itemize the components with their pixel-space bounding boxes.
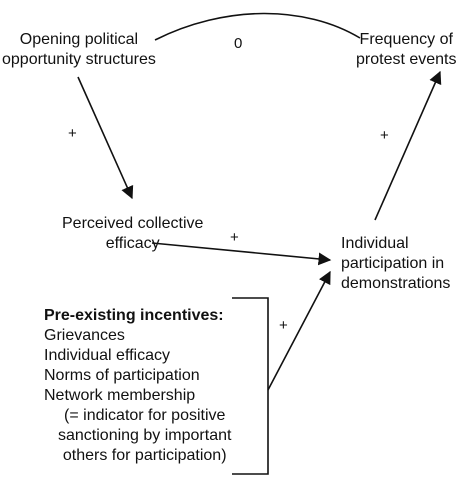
node-opening-line-2: opportunity structures [2, 51, 156, 68]
sign-efficacy-participation: + [230, 229, 239, 246]
node-frequency-line-1: Frequency of [359, 31, 453, 48]
edge-opening-efficacy [77, 76, 134, 200]
incentives-title: Pre-existing incentives: [44, 307, 224, 324]
sign-opening-efficacy: + [68, 125, 77, 142]
node-pre-existing-incentives: Pre-existing incentives: Grievances Indi… [44, 306, 231, 466]
node-efficacy-line-1: Perceived collective [62, 215, 204, 232]
sign-opening-frequency: 0 [234, 35, 243, 52]
incentive-note-line-2: sanctioning by important [58, 427, 232, 444]
edge-efficacy-participation [151, 242, 332, 266]
node-participation-line-2: participation in [341, 255, 445, 272]
edge-opening-frequency [154, 12, 361, 41]
edge-participation-frequency [374, 70, 442, 221]
node-frequency-line-2: protest events [356, 51, 457, 68]
incentive-item-individual-efficacy: Individual efficacy [44, 347, 170, 364]
incentive-item-network: Network membership [44, 387, 196, 404]
incentive-note-line-1: (= indicator for positive [64, 407, 226, 424]
node-participation-line-1: Individual [341, 235, 409, 252]
sign-incentives-participation: + [279, 317, 288, 334]
incentive-note-line-3: others for participation) [62, 447, 227, 464]
incentives-bracket [232, 297, 269, 475]
sign-participation-frequency: + [380, 127, 389, 144]
node-individual-participation: Individual participation in demonstratio… [341, 234, 450, 294]
edge-incentives-participation [267, 270, 331, 391]
node-participation-line-3: demonstrations [341, 275, 451, 292]
node-perceived-collective-efficacy: Perceived collective efficacy [62, 214, 203, 254]
incentive-item-grievances: Grievances [44, 327, 125, 344]
node-efficacy-line-2: efficacy [105, 235, 160, 252]
incentive-item-norms: Norms of participation [44, 367, 200, 384]
node-opening-political-opportunity: Opening political opportunity structures [2, 30, 156, 70]
node-opening-line-1: Opening political [19, 31, 139, 48]
node-frequency-protest-events: Frequency of protest events [356, 30, 457, 70]
